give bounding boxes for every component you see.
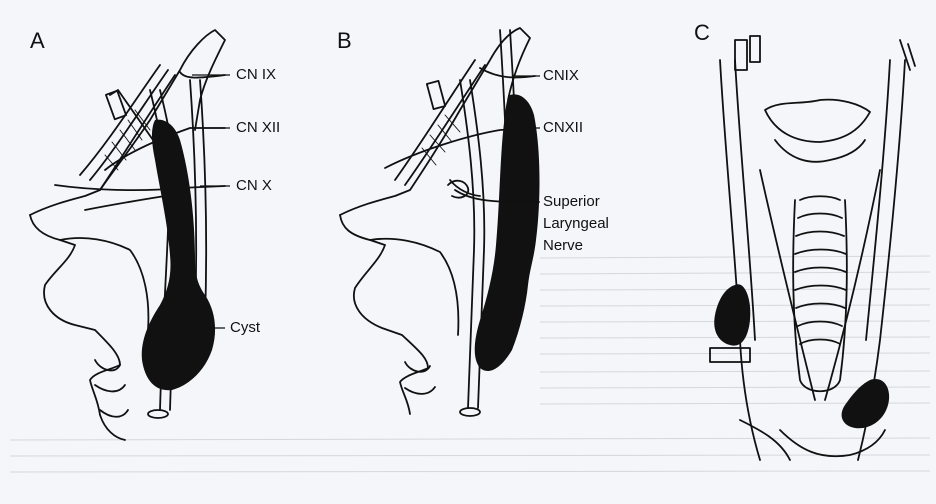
panel-b-skull-base xyxy=(339,27,531,216)
panel-b-label-cn-xii: CNXII xyxy=(543,119,584,136)
panel-a-cyst xyxy=(141,119,216,391)
panel-a-stylohyoid xyxy=(99,74,176,191)
panel-c-epiglottis xyxy=(764,98,871,143)
panel-c-left-wall xyxy=(719,59,761,461)
panel-c-letter: C xyxy=(694,20,710,45)
panel-c-right-pouch xyxy=(841,379,890,429)
panel-b-carotid xyxy=(459,79,476,409)
panel-a-label-cn-x: CN X xyxy=(236,177,272,194)
panel-b-letter: B xyxy=(337,28,352,53)
panel-a-label-cyst: Cyst xyxy=(230,319,260,336)
panel-a-label-cn-ix: CN IX xyxy=(236,66,277,83)
panel-b-label-nerve: Nerve xyxy=(543,237,584,254)
panel-a-cn-ix xyxy=(179,71,226,79)
panel-b-label-laryngeal: Laryngeal xyxy=(543,215,609,232)
panel-a-letter: A xyxy=(30,28,45,53)
panel-c-left-cyst xyxy=(714,284,751,346)
panel-a-neck-outline xyxy=(29,214,126,441)
panel-b-cn-xii xyxy=(384,127,536,169)
panel-b-neck-outline xyxy=(339,214,429,415)
panel-b-cyst xyxy=(474,94,540,371)
panel-b-label-superior: Superior xyxy=(543,193,600,210)
panel-a-label-cn-xii: CN XII xyxy=(236,119,281,136)
panel-a-skull-base xyxy=(29,29,226,216)
panel-c-trachea xyxy=(794,195,847,345)
panel-b-label-cn-ix: CNIX xyxy=(543,67,579,84)
